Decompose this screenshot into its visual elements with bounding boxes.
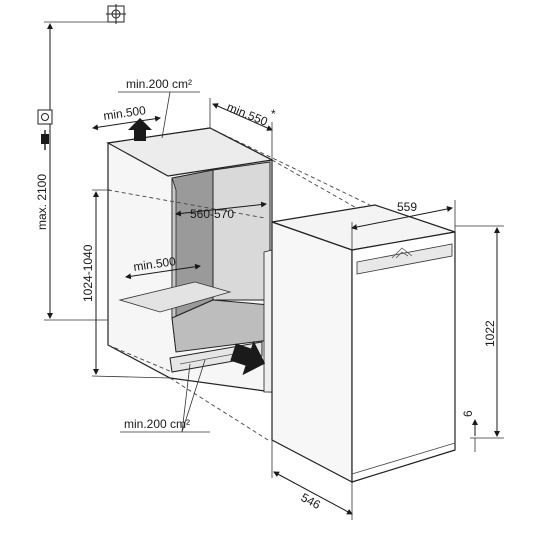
label-appliance-height: 1022 <box>483 320 497 347</box>
door-handle <box>356 243 453 275</box>
water-connection-icon <box>106 4 126 24</box>
appliance-door <box>351 231 456 483</box>
label-vent-bottom: min.200 cm² <box>124 417 190 431</box>
label-inner-depth: min.500 <box>132 254 177 274</box>
appliance-body <box>271 204 456 483</box>
label-vent-top: min.200 cm² <box>126 77 192 91</box>
label-plinth-offset: 6 <box>461 410 475 417</box>
label-depth-top: min.500 <box>102 103 147 123</box>
label-appliance-width: 559 <box>397 200 417 214</box>
appliance-side <box>271 221 353 483</box>
dimension-lines <box>44 21 504 520</box>
label-depth-right: min.550 <box>225 100 270 129</box>
air-in-arrow <box>230 340 266 376</box>
label-niche-height: 1024-1040 <box>81 244 95 302</box>
power-plug-icon <box>41 130 49 150</box>
label-niche-width: 560-570 <box>190 207 234 221</box>
label-appliance-depth: 546 <box>299 490 324 512</box>
label-depth-right-mark: * <box>271 107 276 121</box>
label-max-height: max. 2100 <box>35 174 49 230</box>
power-outlet-icon <box>37 109 53 125</box>
